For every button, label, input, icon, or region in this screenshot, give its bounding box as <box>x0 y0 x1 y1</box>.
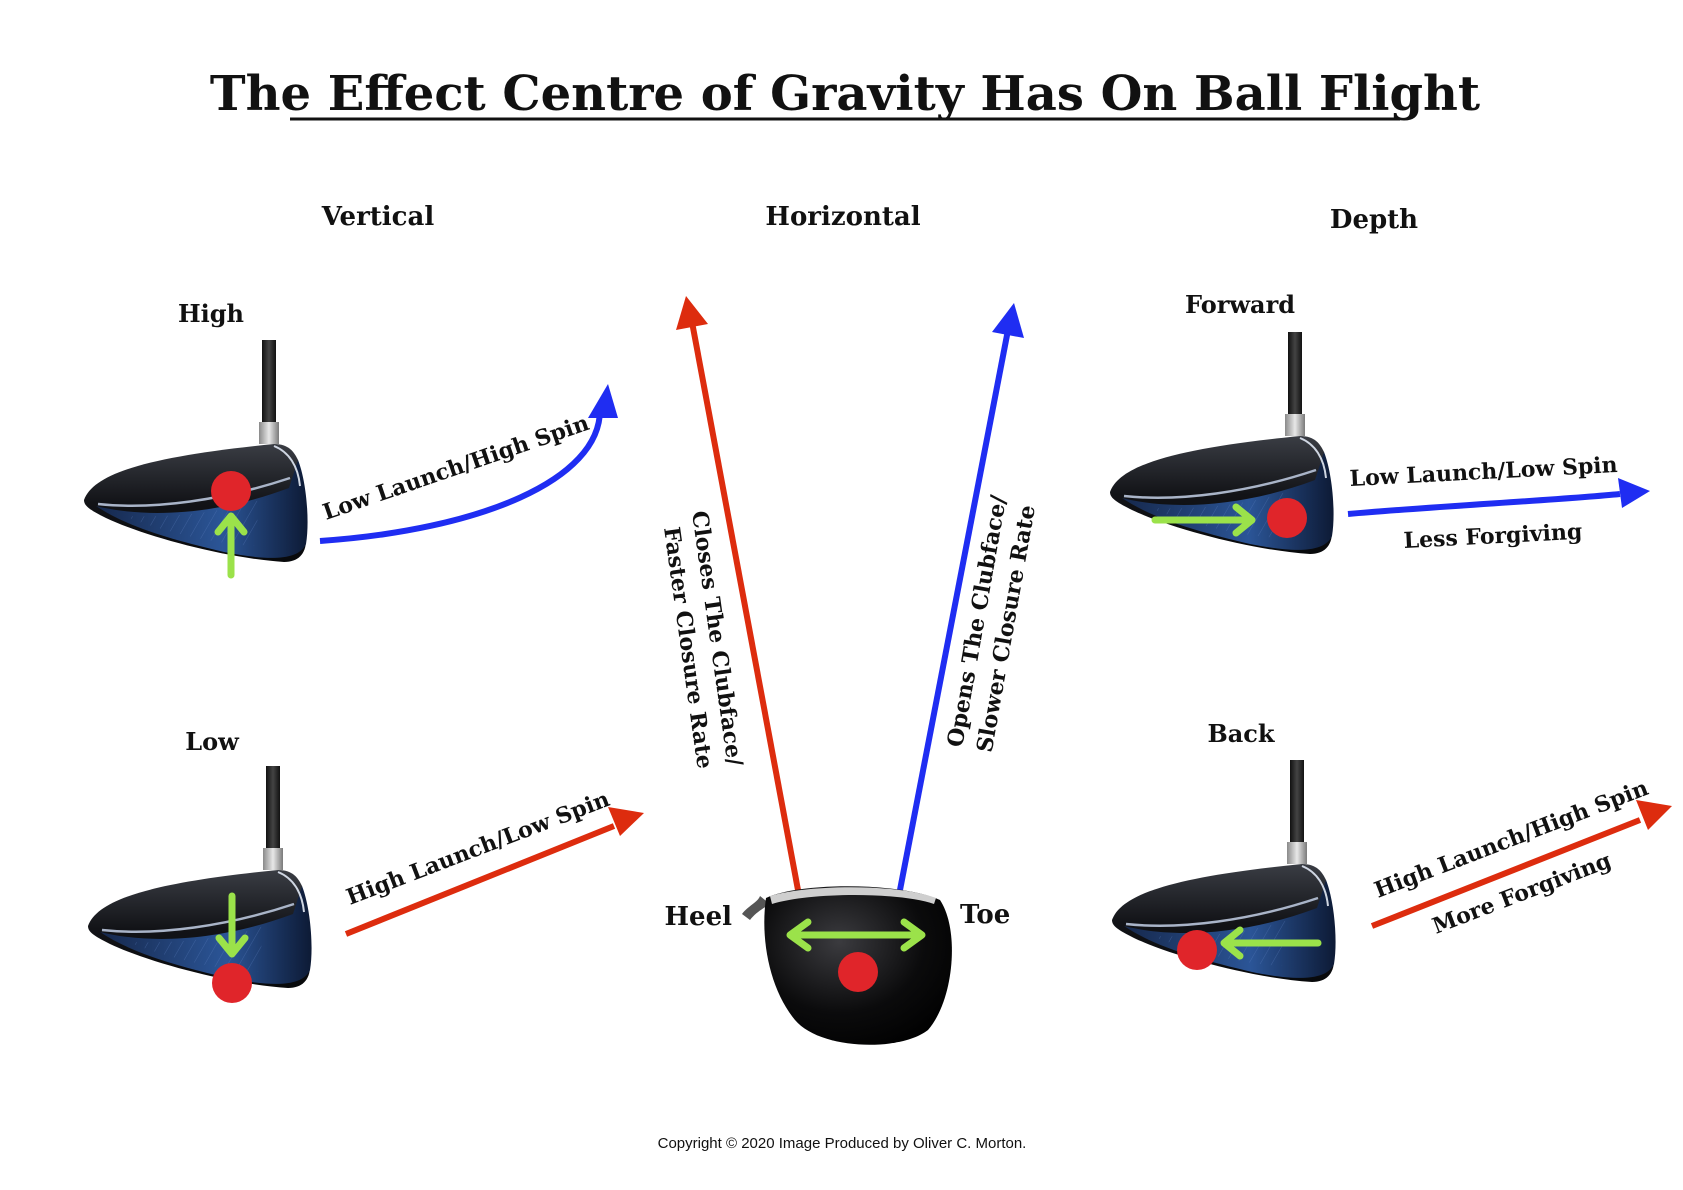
copyright: Copyright © 2020 Image Produced by Olive… <box>658 1135 1027 1152</box>
blue-arrowhead-opens <box>992 303 1024 338</box>
red-arrowhead-back <box>1636 800 1672 830</box>
blue-arrowhead-high <box>588 384 618 418</box>
green-arrow-forward <box>1151 503 1256 537</box>
flight-low: High Launch/Low Spin <box>343 786 613 911</box>
green-arrow-back <box>1220 926 1322 960</box>
vertical-high-group: High Low Launch/High Spin <box>82 299 618 579</box>
depth-forward-group: Forward Low Launch/Low Spin Less Forgivi… <box>1108 290 1650 556</box>
red-arrow-closes <box>689 321 801 891</box>
driver-low <box>86 764 313 990</box>
cog-dot-low <box>212 963 252 1003</box>
driver-high <box>82 338 309 564</box>
section-horizontal: Horizontal <box>765 202 920 232</box>
section-vertical: Vertical <box>321 202 435 232</box>
page-title: The Effect Centre of Gravity Has On Ball… <box>210 66 1480 122</box>
flight-high: Low Launch/High Spin <box>319 410 592 526</box>
cog-dot-horizontal <box>838 952 878 992</box>
blue-arrow-opens <box>897 329 1011 891</box>
blue-arrow-high <box>319 409 603 544</box>
green-arrow-horizontal <box>786 918 926 952</box>
label-heel: Heel <box>664 902 732 932</box>
label-back: Back <box>1207 719 1275 748</box>
cog-dot-high <box>211 471 251 511</box>
driver-back <box>1110 758 1337 984</box>
cog-dot-back <box>1177 930 1217 970</box>
cog-dot-forward <box>1267 498 1307 538</box>
opens-text: Opens The Clubface/ Slower Closure Rate <box>942 492 1041 754</box>
section-depth: Depth <box>1330 205 1418 235</box>
blue-arrowhead-forward <box>1618 478 1650 508</box>
forgiveness-forward: Less Forgiving <box>1403 519 1583 554</box>
label-forward: Forward <box>1185 290 1295 319</box>
label-low: Low <box>185 727 240 756</box>
red-arrow-back <box>1370 817 1642 929</box>
horizontal-group: Heel Toe Closes The Clubface/ Faster Clo… <box>658 296 1041 1045</box>
red-arrowhead-closes <box>676 296 708 330</box>
green-arrow-down <box>215 892 249 958</box>
label-high: High <box>178 299 244 328</box>
label-toe: Toe <box>960 900 1010 930</box>
blue-arrow-forward <box>1347 491 1621 517</box>
vertical-low-group: Low High Launch/Low Spin <box>86 727 644 1003</box>
depth-back-group: Back High Launch/High Spin More Forgivin… <box>1110 719 1672 984</box>
red-arrow-low <box>344 823 616 937</box>
green-arrow-up <box>214 512 248 579</box>
flight-forward: Low Launch/Low Spin <box>1349 452 1618 492</box>
red-arrowhead-low <box>608 807 644 836</box>
